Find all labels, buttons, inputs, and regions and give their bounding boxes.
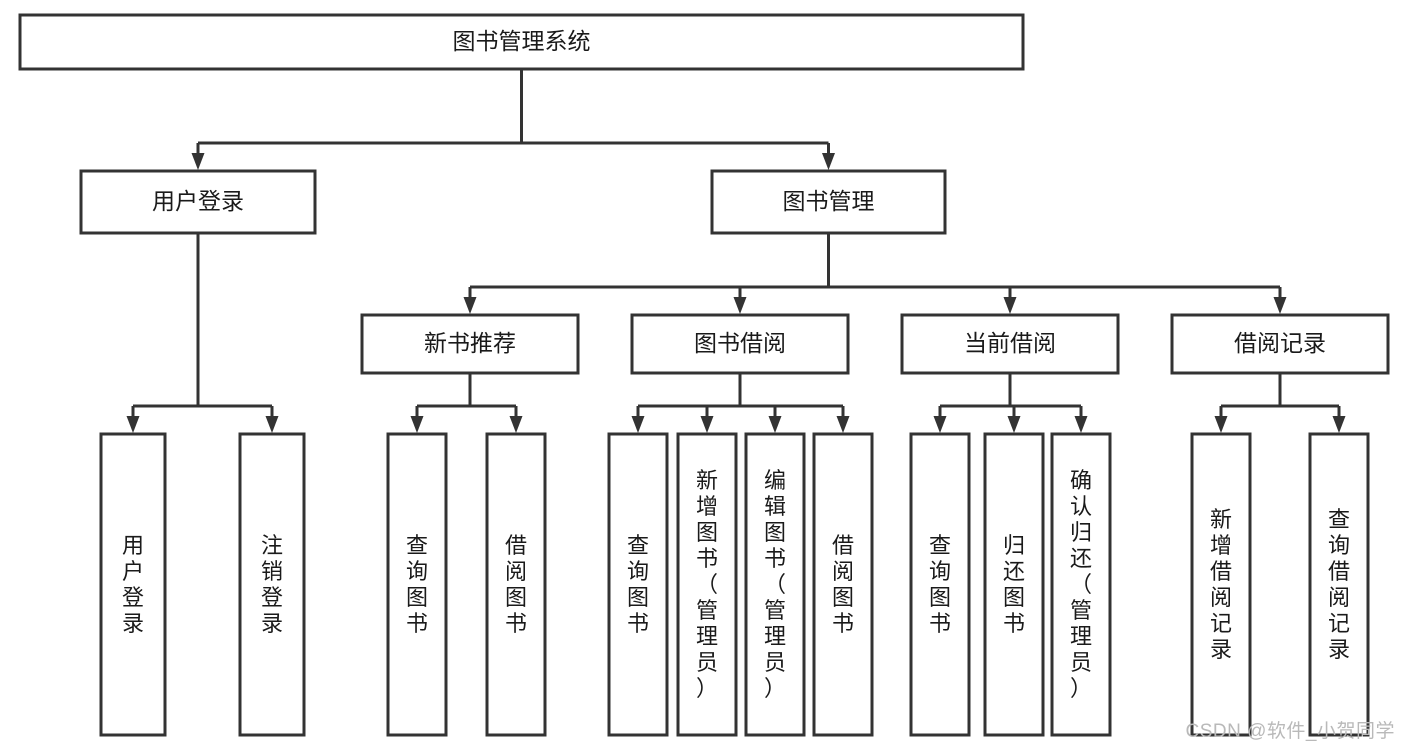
node-box xyxy=(18,13,1025,71)
node-box xyxy=(238,432,306,737)
arrow-head-icon xyxy=(265,416,279,433)
arrow-head-icon xyxy=(126,416,140,433)
node-l-hr-query[interactable]: 查询借阅记录 xyxy=(1308,432,1370,737)
node-box xyxy=(99,432,167,737)
arrow-head-icon xyxy=(733,297,747,314)
node-l-cb-return[interactable]: 归还图书 xyxy=(983,432,1045,737)
node-label: 注销登录 xyxy=(261,533,283,636)
node-label: 新增图书（管理员） xyxy=(696,468,718,701)
edge-layer xyxy=(126,69,1346,433)
node-n-borrow[interactable]: 图书借阅 xyxy=(630,313,850,375)
node-box xyxy=(1308,432,1370,737)
node-box xyxy=(485,432,547,737)
node-box xyxy=(710,169,947,235)
node-label: 归还图书 xyxy=(1003,533,1025,636)
node-label: 查询图书 xyxy=(627,533,649,636)
node-l-bb-add[interactable]: 新增图书（管理员） xyxy=(676,432,738,737)
node-box xyxy=(630,313,850,375)
node-l-cb-query[interactable]: 查询图书 xyxy=(909,432,971,737)
node-l-hr-add[interactable]: 新增借阅记录 xyxy=(1190,432,1252,737)
node-n-history[interactable]: 借阅记录 xyxy=(1170,313,1390,375)
edge-group-n-history xyxy=(1214,373,1346,433)
node-n-current[interactable]: 当前借阅 xyxy=(900,313,1120,375)
node-layer: 图书管理系统用户登录图书管理新书推荐图书借阅当前借阅借阅记录用户登录注销登录查询… xyxy=(18,13,1390,737)
arrow-head-icon xyxy=(631,416,645,433)
node-label: 新增借阅记录 xyxy=(1210,507,1232,662)
node-box xyxy=(983,432,1045,737)
arrow-head-icon xyxy=(463,297,477,314)
edge-group-n-user-login xyxy=(126,233,279,433)
node-box xyxy=(909,432,971,737)
arrow-head-icon xyxy=(768,416,782,433)
node-label: 借阅图书 xyxy=(832,533,854,636)
arrow-head-icon xyxy=(191,153,205,170)
arrow-head-icon xyxy=(1332,416,1346,433)
node-label: 用户登录 xyxy=(152,188,244,214)
node-label: 用户登录 xyxy=(122,533,144,636)
arrow-head-icon xyxy=(1007,416,1021,433)
node-box xyxy=(386,432,448,737)
node-box xyxy=(79,169,317,235)
arrow-head-icon xyxy=(410,416,424,433)
edge-group-root xyxy=(191,69,835,170)
node-label: 确认归还（管理员） xyxy=(1070,468,1092,701)
node-label: 查询借阅记录 xyxy=(1328,507,1350,662)
node-label: 图书管理系统 xyxy=(453,28,591,54)
node-label: 借阅记录 xyxy=(1234,330,1326,356)
node-label: 图书管理 xyxy=(783,188,875,214)
node-box xyxy=(360,313,580,375)
node-n-user-login[interactable]: 用户登录 xyxy=(79,169,317,235)
edge-group-n-borrow xyxy=(631,373,850,433)
node-box xyxy=(744,432,806,737)
node-box xyxy=(900,313,1120,375)
arrow-head-icon xyxy=(836,416,850,433)
node-root[interactable]: 图书管理系统 xyxy=(18,13,1025,71)
edge-group-n-book-mgmt xyxy=(463,233,1287,314)
node-label: 图书借阅 xyxy=(694,330,786,356)
node-n-new-rec[interactable]: 新书推荐 xyxy=(360,313,580,375)
node-l-user-logout[interactable]: 注销登录 xyxy=(238,432,306,737)
node-l-nr-query[interactable]: 查询图书 xyxy=(386,432,448,737)
node-label: 当前借阅 xyxy=(964,330,1056,356)
arrow-head-icon xyxy=(1214,416,1228,433)
node-l-user-login[interactable]: 用户登录 xyxy=(99,432,167,737)
node-l-cb-confirm[interactable]: 确认归还（管理员） xyxy=(1050,432,1112,737)
node-l-bb-query[interactable]: 查询图书 xyxy=(607,432,669,737)
node-box xyxy=(1170,313,1390,375)
arrow-head-icon xyxy=(1003,297,1017,314)
node-box xyxy=(1190,432,1252,737)
arrow-head-icon xyxy=(509,416,523,433)
arrow-head-icon xyxy=(822,153,835,170)
node-box xyxy=(812,432,874,737)
node-label: 查询图书 xyxy=(929,533,951,636)
node-l-nr-borrow[interactable]: 借阅图书 xyxy=(485,432,547,737)
node-box xyxy=(676,432,738,737)
node-box xyxy=(607,432,669,737)
arrow-head-icon xyxy=(933,416,947,433)
node-label: 编辑图书（管理员） xyxy=(764,468,786,701)
edge-group-n-current xyxy=(933,373,1088,433)
node-label: 新书推荐 xyxy=(424,330,516,356)
watermark-label: CSDN @软件_小贺同学 xyxy=(1185,721,1395,742)
node-box xyxy=(1050,432,1112,737)
arrow-head-icon xyxy=(700,416,714,433)
node-label: 借阅图书 xyxy=(505,533,527,636)
node-l-bb-edit[interactable]: 编辑图书（管理员） xyxy=(744,432,806,737)
node-label: 查询图书 xyxy=(406,533,428,636)
node-l-bb-borrow[interactable]: 借阅图书 xyxy=(812,432,874,737)
arrow-head-icon xyxy=(1074,416,1088,433)
edge-group-n-new-rec xyxy=(410,373,523,433)
node-n-book-mgmt[interactable]: 图书管理 xyxy=(710,169,947,235)
arrow-head-icon xyxy=(1273,297,1287,314)
